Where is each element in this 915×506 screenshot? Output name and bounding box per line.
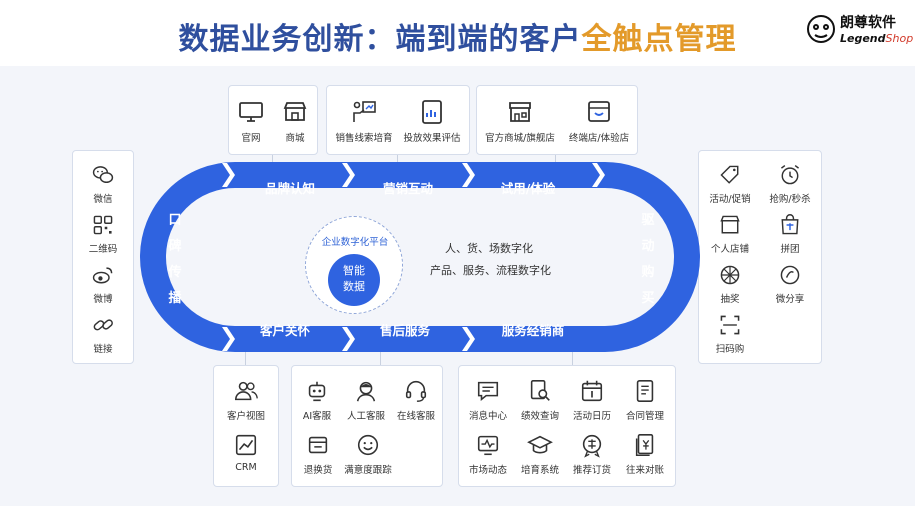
item-contract-management[interactable]: 合同管理 xyxy=(617,378,673,422)
item-group-buy[interactable]: 拼团 xyxy=(759,213,821,255)
item-qrcode[interactable]: 二维码 xyxy=(73,213,133,255)
shop-icon xyxy=(720,215,740,234)
monitor-icon xyxy=(239,102,263,122)
item-micro-share[interactable]: 微分享 xyxy=(759,263,821,305)
item-recommend-order[interactable]: 推荐订货 xyxy=(565,432,619,476)
item-wechat[interactable]: 微信 xyxy=(73,163,133,205)
stage-marketing-interaction: 营销互动 xyxy=(382,181,433,196)
item-human-service[interactable]: 人工客服 xyxy=(340,378,392,422)
logo-name: 朗尊软件 xyxy=(840,15,896,31)
item-online-service[interactable]: 在线客服 xyxy=(390,378,442,422)
logo-subtitle: LegendShop xyxy=(840,32,914,45)
robot-icon xyxy=(308,381,326,402)
item-ai-service[interactable]: AI客服 xyxy=(292,378,342,422)
item-weibo[interactable]: 微博 xyxy=(73,263,133,305)
price-tag-icon xyxy=(720,165,739,184)
qr-code-icon xyxy=(93,215,113,235)
headset-icon xyxy=(405,381,427,402)
stage-after-sales: 售后服务 xyxy=(379,323,430,338)
brand-logo: 朗尊软件 LegendShop xyxy=(806,10,913,50)
stage-trial-experience: 试用/体验 xyxy=(500,181,556,196)
left-vertical-label: 口 碑 传 播 xyxy=(168,213,182,306)
weibo-icon xyxy=(92,267,113,284)
item-flash-sale[interactable]: 抢购/秒杀 xyxy=(759,163,821,205)
store-icon xyxy=(283,102,307,121)
storefront-icon xyxy=(588,101,610,122)
wheel-icon xyxy=(720,265,740,285)
digitization-line-1: 人、货、场数字化 xyxy=(445,242,533,255)
chart-report-icon xyxy=(422,100,442,124)
item-official-site[interactable]: 官网 xyxy=(229,98,273,144)
item-scan-buy[interactable]: 扫码购 xyxy=(699,313,761,355)
channel-box-social: 微信 二维码 微博 链接 xyxy=(72,150,134,364)
service-box-support: AI客服 人工客服 在线客服 退换货 满意度跟踪 xyxy=(291,365,443,487)
link-icon xyxy=(93,319,113,331)
title-part-3: 全触点管理 xyxy=(581,22,737,57)
calendar-icon xyxy=(581,380,603,402)
digitization-line-2: 产品、服务、流程数字化 xyxy=(430,264,551,277)
item-personal-shop[interactable]: 个人店铺 xyxy=(699,213,761,255)
item-training-system[interactable]: 培育系统 xyxy=(513,432,567,476)
scan-icon xyxy=(720,315,740,335)
service-box-crm: 客户视图 CRM xyxy=(213,365,279,487)
item-link[interactable]: 链接 xyxy=(73,313,133,355)
page-title: 数据业务创新：端到端的客户全触点管理 xyxy=(0,14,915,58)
item-market-news[interactable]: 市场动态 xyxy=(461,432,515,476)
stage-brand-awareness: 品牌认知 xyxy=(264,181,315,196)
group-buy-bag-icon xyxy=(781,214,799,235)
ledger-icon xyxy=(635,433,654,456)
title-part-1: 数据业务创新： xyxy=(178,22,396,57)
line-chart-icon xyxy=(235,434,257,456)
alarm-clock-icon xyxy=(780,164,800,185)
platform-title: 企业数字化平台 xyxy=(321,237,389,248)
header: 数据业务创新：端到端的客户全触点管理 朗尊软件 LegendShop xyxy=(0,0,915,66)
pulse-monitor-icon xyxy=(477,435,499,456)
wechat-icon xyxy=(92,166,114,184)
contract-icon xyxy=(636,379,654,403)
item-message-center[interactable]: 消息中心 xyxy=(461,378,515,422)
item-flagship-store[interactable]: 官方商城/旗舰店 xyxy=(481,98,559,144)
item-reconciliation[interactable]: 往来对账 xyxy=(617,432,673,476)
channel-box-retail: 官方商城/旗舰店 终端店/体验店 xyxy=(476,85,638,155)
sheep-logo-icon xyxy=(807,15,835,43)
item-customer-view[interactable]: 客户视图 xyxy=(214,378,278,422)
channel-box-sales: 活动/促销 抢购/秒杀 个人店铺 拼团 抽奖 微分享 扫码购 xyxy=(698,150,822,364)
connector xyxy=(380,335,381,365)
item-lottery[interactable]: 抽奖 xyxy=(699,263,761,305)
shop-front-icon xyxy=(509,102,531,122)
graduation-cap-icon xyxy=(527,435,553,454)
connector xyxy=(572,335,573,365)
users-icon xyxy=(234,381,258,401)
share-icon xyxy=(780,265,800,285)
recommend-badge-icon xyxy=(582,434,602,458)
smile-icon xyxy=(357,434,379,456)
search-document-icon xyxy=(530,379,550,401)
right-vertical-label: 驱 动 购 买 xyxy=(641,213,655,306)
channel-box-web: 官网 商城 xyxy=(228,85,318,155)
item-lead-nurturing[interactable]: 销售线索培育 xyxy=(331,98,397,144)
service-box-dealer: 消息中心 绩效查询 活动日历 合同管理 市场动态 培育系统 推荐订货 往来对账 xyxy=(458,365,676,487)
item-performance-query[interactable]: 绩效查询 xyxy=(513,378,567,422)
agent-person-icon xyxy=(356,381,376,402)
channel-box-marketing: 销售线索培育 投放效果评估 xyxy=(326,85,470,155)
stage-customer-care: 客户关怀 xyxy=(259,323,310,338)
item-satisfaction[interactable]: 满意度跟踪 xyxy=(338,432,398,476)
return-box-icon xyxy=(308,436,328,454)
title-part-2: 端到端的客户 xyxy=(395,22,582,57)
stage-dealer-service: 服务经销商 xyxy=(501,323,565,338)
smart-data-core: 智能 数据 xyxy=(328,254,380,306)
item-crm[interactable]: CRM xyxy=(214,432,278,473)
item-promotion[interactable]: 活动/促销 xyxy=(699,163,761,205)
connector xyxy=(245,335,246,365)
message-icon xyxy=(477,381,499,401)
item-return-exchange[interactable]: 退换货 xyxy=(292,432,344,476)
item-event-calendar[interactable]: 活动日历 xyxy=(565,378,619,422)
item-ad-evaluation[interactable]: 投放效果评估 xyxy=(399,98,465,144)
item-terminal-store[interactable]: 终端店/体验店 xyxy=(561,98,637,144)
item-mall[interactable]: 商城 xyxy=(273,98,317,144)
presenter-board-icon xyxy=(353,101,376,122)
